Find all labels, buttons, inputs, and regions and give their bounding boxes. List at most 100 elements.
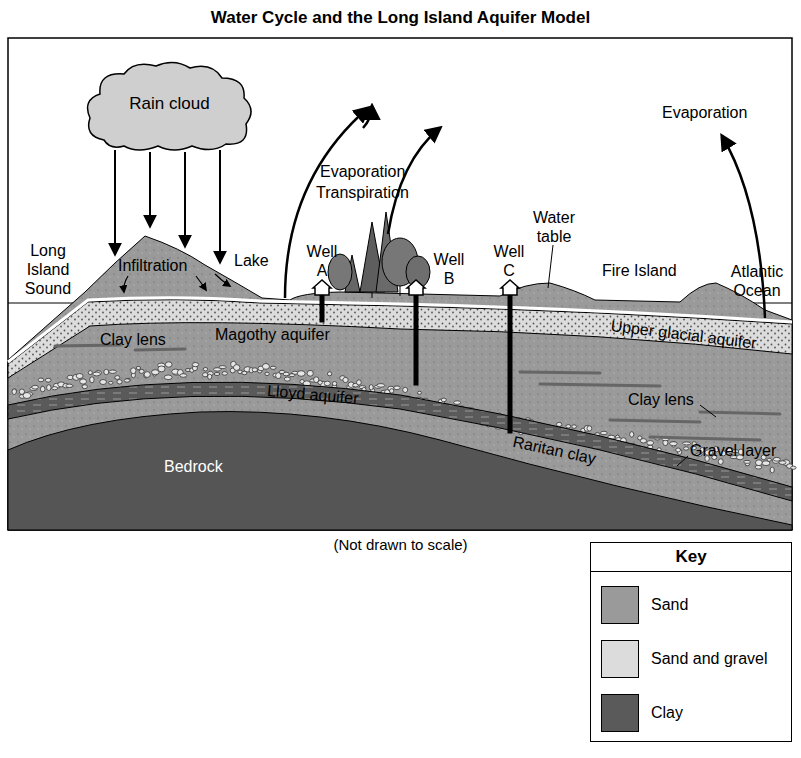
gravel-pebble xyxy=(640,439,646,443)
gravel-pebble xyxy=(670,442,678,446)
gravel-pebble xyxy=(683,442,691,445)
legend-text: Clay xyxy=(651,704,683,722)
gravel-pebble xyxy=(12,389,16,395)
picture-frame-part xyxy=(8,38,792,530)
gravel-pebble xyxy=(307,370,313,376)
gravel-pebble xyxy=(164,375,172,380)
feature-label: Water table xyxy=(524,208,584,246)
rain-cloud: Rain cloud xyxy=(82,58,257,154)
gravel-pebble xyxy=(332,382,336,386)
legend-title: Key xyxy=(591,543,791,572)
gravel-pebble xyxy=(203,373,208,377)
process-label: Evaporation xyxy=(320,162,405,181)
gravel-pebble xyxy=(219,366,226,369)
gravel-pebble xyxy=(76,374,83,379)
place-label: Long Island Sound xyxy=(12,241,84,298)
place-label: Atlantic Ocean xyxy=(722,262,792,300)
infiltration-arrows-part xyxy=(215,274,230,286)
sand-ground xyxy=(8,236,792,530)
gravel-pebble xyxy=(283,372,289,376)
legend-swatch xyxy=(601,694,639,732)
trees-part xyxy=(372,292,373,298)
gravel-pebble xyxy=(131,368,136,374)
gravel-pebble xyxy=(630,432,634,437)
gravel-pebble xyxy=(80,379,87,384)
leader-lines-part xyxy=(677,456,688,466)
gravel-pebble xyxy=(357,380,362,385)
well-label: Well C xyxy=(490,242,528,280)
process-label: Infiltration xyxy=(118,256,187,275)
gravel-pebble xyxy=(587,426,592,431)
gravel-pebble xyxy=(158,366,165,372)
gravel-pebble xyxy=(66,384,73,387)
gravel-pebble xyxy=(289,374,295,377)
clay-lens-lines-part xyxy=(520,372,600,373)
gravel-pebble xyxy=(139,369,144,373)
gravel-pebble xyxy=(647,441,654,446)
gravel-pebble xyxy=(779,461,786,465)
gravel-pebble xyxy=(88,371,92,375)
gravel-pebble xyxy=(318,381,322,385)
well-label: Well B xyxy=(430,250,468,288)
gravel-pebble xyxy=(47,385,51,391)
process-label: Transpiration xyxy=(316,183,409,202)
node-text: Rain cloud xyxy=(82,94,257,114)
gravel-pebble xyxy=(45,378,51,382)
layer-label: Clay lens xyxy=(100,330,166,349)
rain-arrows-part xyxy=(219,150,221,262)
gravel-pebble xyxy=(104,369,109,374)
gravel-pebble xyxy=(343,377,348,382)
rain-arrows-part xyxy=(114,150,116,254)
gravel-pebble xyxy=(403,387,408,392)
layer-label: Magothy aquifer xyxy=(215,325,330,344)
legend-text: Sand xyxy=(651,596,688,614)
gravel-pebble xyxy=(265,372,269,375)
diagram-title: Water Cycle and the Long Island Aquifer … xyxy=(0,8,801,28)
gravel-pebble xyxy=(744,460,751,463)
legend-swatch xyxy=(601,586,639,624)
legend-text: Sand and gravel xyxy=(651,650,768,668)
gravel-pebble xyxy=(601,431,608,434)
gravel-pebble xyxy=(208,374,212,379)
gravel-pebble xyxy=(136,366,140,369)
gravel-pebble xyxy=(93,372,101,376)
gravel-pebble xyxy=(772,458,779,463)
gravel-pebble xyxy=(32,385,39,389)
infiltration-arrows-part xyxy=(124,276,128,292)
picture-frame xyxy=(8,38,792,530)
gravel-pebble xyxy=(324,381,330,386)
legend-row: Sand and gravel xyxy=(601,639,768,679)
gravel-pebble xyxy=(390,389,394,393)
gravel-pebble xyxy=(117,380,122,384)
gravel-pebble xyxy=(52,387,58,390)
gravel-pebble xyxy=(90,377,94,383)
key-box: KeySandSand and gravelClay xyxy=(590,542,792,742)
gravel-pebble xyxy=(180,374,187,378)
gravel-pebble xyxy=(38,378,44,382)
gravel-pebble xyxy=(40,386,45,391)
gravel-pebble xyxy=(718,459,723,465)
legend-row: Sand xyxy=(601,585,688,625)
wells-part xyxy=(501,280,519,295)
gravel-pebble xyxy=(327,372,331,376)
gravel-pebble xyxy=(676,448,681,452)
wells-part xyxy=(414,288,418,385)
upper-glacial-band xyxy=(8,300,792,378)
clay-lens-lines-part xyxy=(135,349,185,350)
gravel-pebble xyxy=(566,425,571,428)
gravel-pebble xyxy=(109,381,113,384)
gravel-pebble xyxy=(262,364,269,370)
evaporation-arrows-part xyxy=(363,106,372,128)
infiltration-arrows xyxy=(124,274,230,292)
evaporation-arrows-part xyxy=(388,128,440,234)
gravel-pebble xyxy=(214,373,220,376)
gravel-pebble xyxy=(297,371,305,377)
layer-label: Clay lens xyxy=(628,390,694,409)
gravel-pebble xyxy=(270,366,276,369)
rain-arrows-part xyxy=(149,152,151,226)
well-label: Well A xyxy=(303,242,341,280)
gravel-pebble xyxy=(124,379,130,382)
leader-lines-part xyxy=(548,245,553,288)
